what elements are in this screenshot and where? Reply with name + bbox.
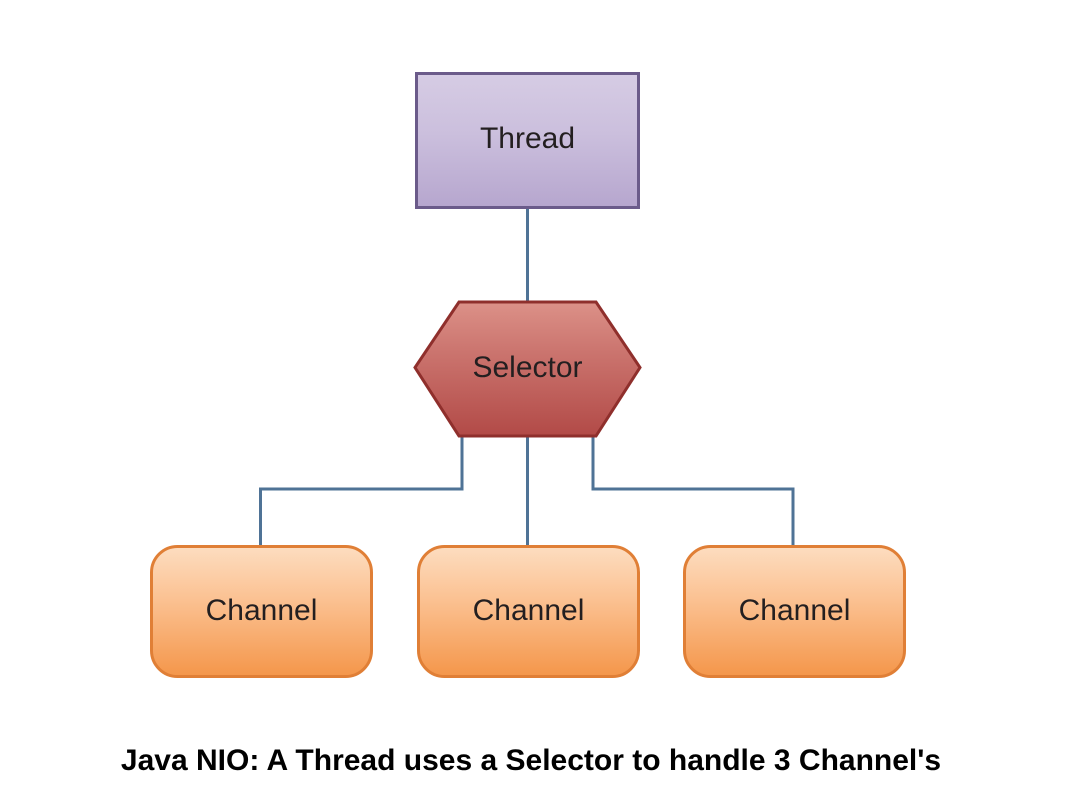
connector-layer: [259, 209, 795, 546]
connector-selector-to-channel-3: [591, 437, 795, 546]
node-channel-2[interactable]: Channel: [417, 545, 640, 678]
channel-1-label: Channel: [206, 594, 318, 627]
node-thread[interactable]: Thread: [415, 72, 640, 209]
node-selector[interactable]: Selector: [413, 300, 642, 438]
thread-box-shape: [415, 72, 640, 209]
channel-2-label: Channel: [473, 594, 585, 627]
channel-3-box-shape: [683, 545, 906, 678]
diagram-caption: Java NIO: A Thread uses a Selector to ha…: [121, 744, 941, 777]
connector-selector-to-channel-1: [259, 437, 464, 546]
selector-hexagon-shape: [413, 300, 642, 438]
thread-label: Thread: [480, 122, 575, 155]
selector-label: Selector: [472, 351, 582, 384]
channel-1-box-shape: [150, 545, 373, 678]
channel-3-label: Channel: [739, 594, 851, 627]
channel-2-box-shape: [417, 545, 640, 678]
node-channel-3[interactable]: Channel: [683, 545, 906, 678]
node-channel-1[interactable]: Channel: [150, 545, 373, 678]
